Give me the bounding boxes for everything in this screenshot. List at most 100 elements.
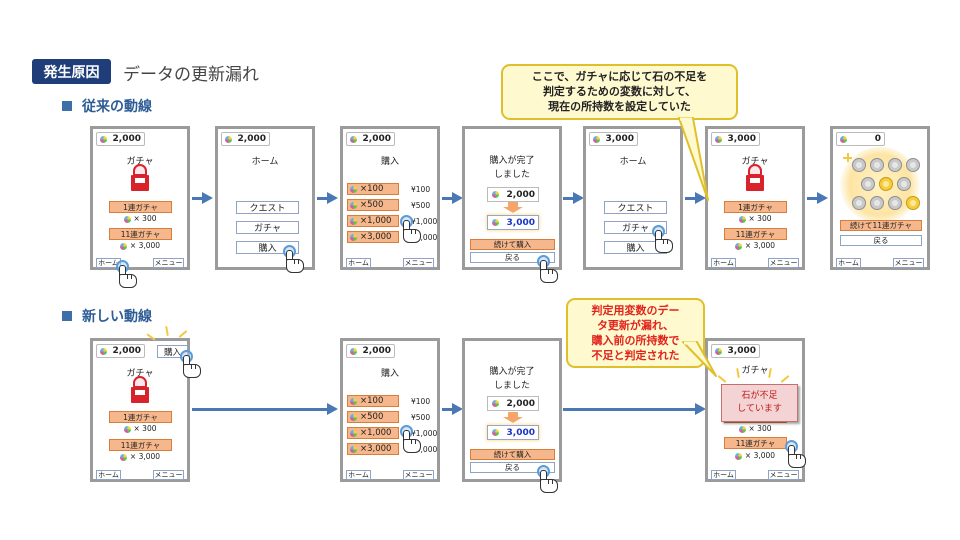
gacha-machine-icon — [131, 376, 149, 403]
gacha-11-button[interactable]: 11連ガチャ — [724, 228, 787, 240]
phone-purchase-complete: 購入が完了しました 2,000 3,000 続けて購入 戻る — [462, 126, 562, 270]
home-button[interactable]: ホーム — [96, 470, 121, 480]
menu-button[interactable]: メニュー — [153, 258, 184, 268]
hand-cursor-icon — [652, 225, 673, 253]
balance-value: 3,000 — [727, 134, 756, 144]
balance-after: 3,000 — [487, 215, 539, 230]
reward-coin-icon — [897, 177, 911, 191]
home-button[interactable]: ホーム — [711, 470, 736, 480]
gacha-button[interactable]: ガチャ — [236, 221, 299, 234]
highlight-flash — [178, 330, 188, 338]
price-100: ¥100 — [411, 397, 431, 406]
back-button[interactable]: 戻る — [470, 462, 555, 473]
error-line2: しています — [737, 404, 782, 414]
phone-purchase: 2,000 購入 ×100 ¥100 ×500 ¥500 ×1,000 ¥1,0… — [340, 126, 440, 270]
menu-button[interactable]: メニュー — [403, 258, 434, 268]
back-button[interactable]: 戻る — [840, 235, 922, 246]
hand-cursor-icon — [283, 245, 304, 273]
gem-icon — [715, 136, 722, 143]
callout-line: ここで、ガチャに応じて石の不足を — [531, 70, 708, 83]
menu-button[interactable]: メニュー — [768, 470, 799, 480]
quest-button[interactable]: クエスト — [236, 201, 299, 214]
gacha-11-button[interactable]: 11連ガチャ — [109, 228, 172, 240]
section-label: 従来の動線 — [82, 99, 152, 115]
gacha-11-cost: × 3,000 — [93, 241, 187, 250]
section-label: 新しい動線 — [82, 309, 152, 325]
home-button[interactable]: ホーム — [346, 258, 371, 268]
balance-before: 2,000 — [487, 396, 539, 411]
gacha-11-cost: × 3,000 — [93, 452, 187, 461]
reward-coin-icon — [906, 196, 920, 210]
screen-title: 購入 — [380, 369, 399, 379]
hand-cursor-icon — [116, 260, 137, 288]
reward-coin-icon — [879, 177, 893, 191]
buy-item-100[interactable]: ×100 — [347, 395, 399, 407]
complete-title-line2: しました — [493, 170, 530, 180]
callout-new-flow: 判定用変数のデー タ更新が漏れ、 購入前の所持数で 不足と判定された — [566, 298, 705, 368]
menu-button[interactable]: メニュー — [893, 258, 924, 268]
gacha-button[interactable]: ガチャ — [604, 221, 667, 234]
cost-value: × 300 — [133, 424, 157, 433]
balance-value: 2,000 — [112, 134, 141, 144]
back-button[interactable]: 戻る — [470, 252, 555, 263]
gacha-11-cost: × 3,000 — [708, 241, 802, 250]
home-button[interactable]: ホーム — [346, 470, 371, 480]
gem-icon — [119, 242, 127, 250]
buy-label: ×100 — [360, 396, 384, 406]
continue-purchase-button[interactable]: 続けて購入 — [470, 449, 555, 460]
buy-item-3000[interactable]: ×3,000 — [347, 443, 399, 455]
balance-value: 3,000 — [727, 346, 756, 356]
gem-icon — [123, 425, 131, 433]
complete-title-line1: 購入が完了 — [489, 156, 535, 166]
buy-item-100[interactable]: ×100 — [347, 183, 399, 195]
gem-icon — [225, 136, 232, 143]
menu-button[interactable]: メニュー — [768, 258, 799, 268]
buy-item-3000[interactable]: ×3,000 — [347, 231, 399, 243]
down-arrow-icon — [503, 202, 523, 213]
gem-icon — [734, 452, 742, 460]
balance-value: 2,000 — [362, 134, 391, 144]
stone-balance: 0 — [836, 132, 885, 146]
home-button[interactable]: ホーム — [836, 258, 861, 268]
phone-gacha-2: 3,000 ガチャ 1連ガチャ × 300 11連ガチャ × 3,000 ホーム… — [705, 126, 805, 270]
cause-tag: 発生原因 — [32, 59, 111, 84]
gem-icon — [738, 425, 746, 433]
purchase-button[interactable]: 購入 — [604, 241, 667, 254]
balance-value: 3,000 — [506, 427, 535, 438]
balance-after: 3,000 — [487, 425, 539, 440]
continue-11-gacha-button[interactable]: 続けて11連ガチャ — [840, 220, 922, 231]
menu-button[interactable]: メニュー — [153, 470, 184, 480]
buy-label: ×100 — [360, 184, 384, 194]
stone-balance: 2,000 — [346, 132, 395, 146]
cost-value: × 3,000 — [129, 241, 161, 250]
continue-purchase-button[interactable]: 続けて購入 — [470, 239, 555, 250]
reward-coin-icon — [906, 158, 920, 172]
menu-button[interactable]: メニュー — [403, 470, 434, 480]
gacha-11-button[interactable]: 11連ガチャ — [724, 437, 787, 449]
quest-button[interactable]: クエスト — [604, 201, 667, 214]
gem-icon — [350, 233, 357, 241]
gacha-1-button[interactable]: 1連ガチャ — [109, 201, 172, 213]
flow-arrow — [442, 403, 463, 415]
stone-balance: 3,000 — [711, 132, 760, 146]
balance-value: 2,000 — [506, 189, 535, 200]
gacha-1-button[interactable]: 1連ガチャ — [109, 411, 172, 423]
flow-arrow — [317, 192, 338, 204]
error-line1: 石が不足 — [741, 391, 778, 401]
gacha-1-button[interactable]: 1連ガチャ — [724, 201, 787, 213]
buy-item-1000[interactable]: ×1,000 — [347, 427, 399, 439]
gem-icon — [350, 397, 357, 405]
home-button[interactable]: ホーム — [711, 258, 736, 268]
callout-line: 現在の所持数を設定していた — [548, 100, 691, 113]
cost-value: × 3,000 — [129, 452, 161, 461]
hand-cursor-icon — [537, 255, 558, 283]
gacha-11-button[interactable]: 11連ガチャ — [109, 439, 172, 451]
buy-item-1000[interactable]: ×1,000 — [347, 215, 399, 227]
cost-value: × 3,000 — [744, 451, 776, 460]
buy-item-500[interactable]: ×500 — [347, 199, 399, 211]
callout-line: 判定するための変数に対して、 — [542, 85, 697, 98]
phone-gacha: 2,000 ガチャ 1連ガチャ × 300 11連ガチャ × 3,000 ホーム… — [90, 126, 190, 270]
callout-pointer — [678, 117, 709, 201]
buy-item-500[interactable]: ×500 — [347, 411, 399, 423]
hand-cursor-icon — [537, 465, 558, 493]
